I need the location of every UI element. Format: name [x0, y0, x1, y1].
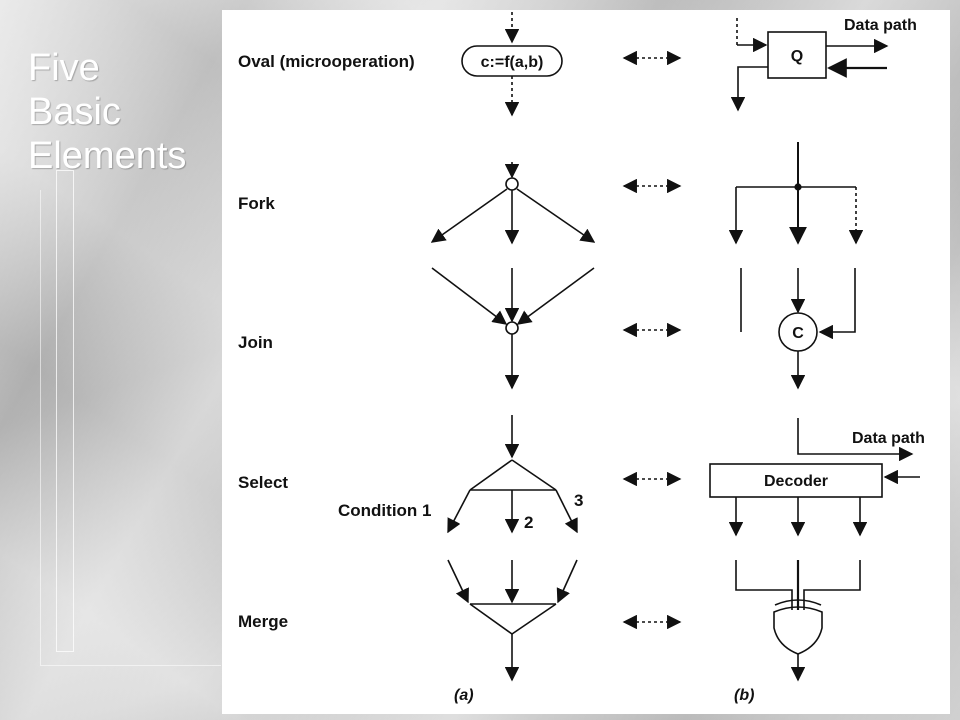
- title-line-2: Basic: [28, 91, 121, 133]
- join-hw-right-in: [818, 268, 856, 340]
- column-b-label: (b): [734, 687, 754, 704]
- data-path-top-label: Data path: [844, 17, 917, 34]
- merge-tri-right: [511, 603, 557, 635]
- condition-2-label: 2: [524, 513, 533, 532]
- register-out-arrow: [730, 66, 768, 112]
- label-join: Join: [238, 333, 273, 352]
- select-out-1: [447, 489, 471, 534]
- decoder-box: [709, 463, 883, 498]
- fork-out-left: [430, 188, 508, 243]
- merge-in-right: [556, 559, 578, 604]
- select-out-3: [555, 489, 578, 534]
- asm-elements-diagram: Oval (microoperation) Fork Join Select M…: [238, 12, 925, 704]
- fork-hw-junction: [794, 183, 802, 191]
- title-line-3: Elements: [28, 135, 187, 177]
- xor-gate-shield: [773, 606, 823, 655]
- decorative-frame: [56, 170, 74, 652]
- label-select: Select: [238, 473, 288, 492]
- title-line-1: Five: [28, 47, 100, 89]
- register-q-box: [767, 31, 827, 79]
- decoder-label: Decoder: [764, 473, 828, 490]
- select-hw-datapath: [797, 418, 914, 462]
- column-a-label: (a): [454, 687, 474, 704]
- oval-text: c:=f(a,b): [481, 54, 544, 71]
- xor-gate-curve: [774, 599, 822, 606]
- join-node: [505, 321, 519, 335]
- select-tri-left: [469, 459, 513, 491]
- select-tri-right: [511, 459, 557, 491]
- fork-node: [505, 177, 519, 191]
- condition-1-label: Condition 1: [338, 501, 431, 520]
- merge-in-left: [447, 559, 469, 604]
- label-oval: Oval (microoperation): [238, 52, 415, 71]
- fork-out-right: [516, 188, 596, 243]
- data-path-select-label: Data path: [852, 430, 925, 447]
- label-merge: Merge: [238, 612, 288, 631]
- join-in-left: [431, 267, 508, 325]
- c-element-label: C: [792, 325, 804, 342]
- decorative-frame-outer: [40, 190, 221, 666]
- figure-panel: Oval (microoperation) Fork Join Select M…: [222, 10, 950, 714]
- slide-title: Five Basic Elements: [28, 46, 228, 178]
- register-label: Q: [791, 48, 803, 65]
- label-fork: Fork: [238, 194, 275, 213]
- join-in-right: [516, 267, 595, 325]
- condition-3-label: 3: [574, 491, 583, 510]
- merge-tri-left: [469, 603, 513, 635]
